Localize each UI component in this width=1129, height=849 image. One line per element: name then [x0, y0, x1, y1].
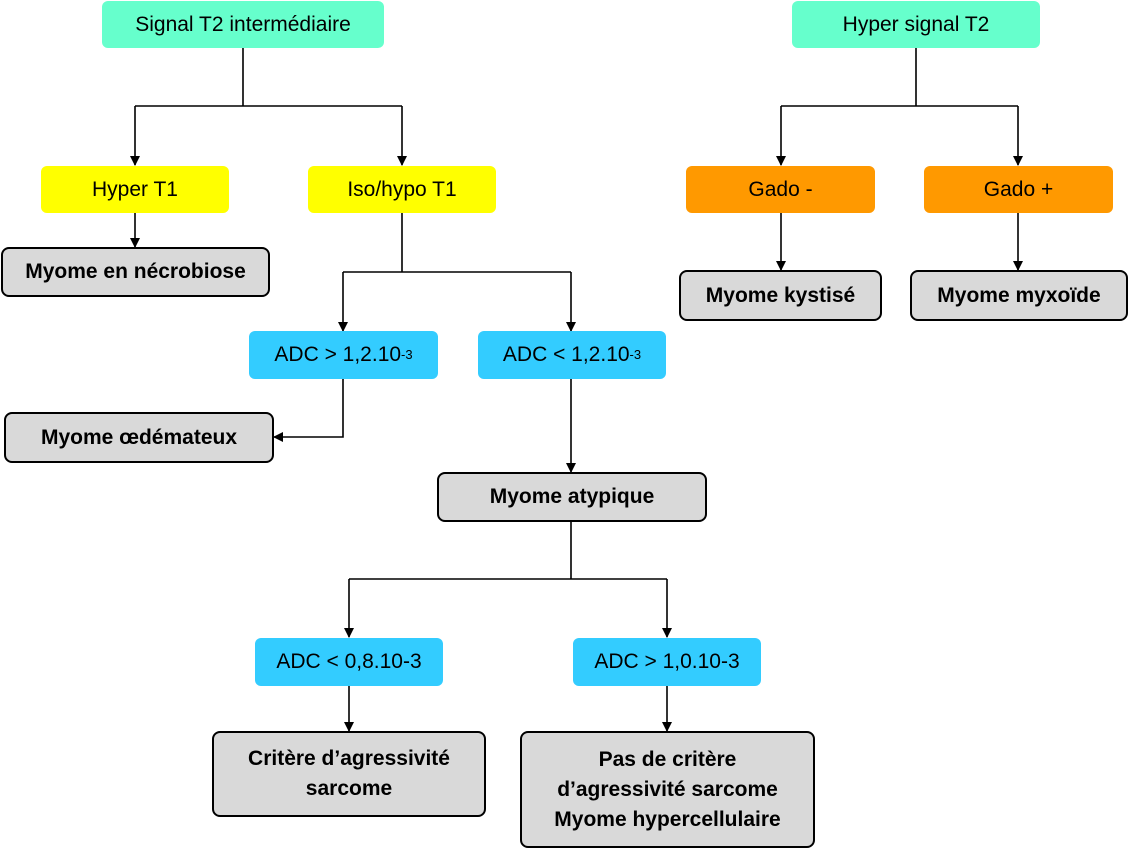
connector-iso-split: [343, 213, 571, 273]
node-myome-myxoide: Myome myxoïde: [910, 270, 1128, 321]
arrow-to-oedemateux: [273, 379, 344, 442]
node-gado-minus: Gado -: [686, 166, 875, 213]
pas-critere-line-2: d’agressivité sarcome: [557, 777, 778, 801]
adc-gt-label: ADC > 1,2.10: [274, 343, 402, 366]
node-hyper-t1: Hyper T1: [41, 166, 229, 213]
connector-hyper-split: [781, 48, 1018, 107]
node-hyper-signal-t2: Hyper signal T2: [792, 1, 1040, 48]
connector-signal-split: [135, 48, 402, 107]
node-adc-gt-1-2: ADC > 1,2.10-3: [249, 331, 438, 379]
node-myome-oedemateux: Myome œdémateux: [4, 412, 274, 463]
connector-atypique-split: [349, 522, 667, 580]
node-adc-lt-0-8: ADC < 0,8.10-3: [255, 638, 443, 686]
node-adc-lt-1-2: ADC < 1,2.10-3: [478, 331, 666, 379]
node-myome-necrobiose: Myome en nécrobiose: [1, 247, 270, 297]
node-critere-agressivite: Critère d’agressivité sarcome: [212, 731, 486, 817]
node-pas-de-critere: Pas de critère d’agressivité sarcome Myo…: [520, 731, 815, 848]
critere-line-1: Critère d’agressivité: [248, 747, 450, 770]
adc-lt-label: ADC < 1,2.10: [502, 343, 630, 366]
node-myome-kystise: Myome kystisé: [679, 270, 882, 321]
critere-line-2: sarcome: [305, 777, 393, 800]
node-signal-t2-intermediaire: Signal T2 intermédiaire: [102, 1, 384, 48]
pas-critere-line-1: Pas de critère: [598, 747, 737, 771]
node-adc-gt-1-0: ADC > 1,0.10-3: [573, 638, 761, 686]
pas-critere-line-3: Myome hypercellulaire: [554, 807, 781, 831]
node-iso-hypo-t1: Iso/hypo T1: [308, 166, 496, 213]
node-gado-plus: Gado +: [924, 166, 1113, 213]
node-myome-atypique: Myome atypique: [437, 472, 707, 522]
